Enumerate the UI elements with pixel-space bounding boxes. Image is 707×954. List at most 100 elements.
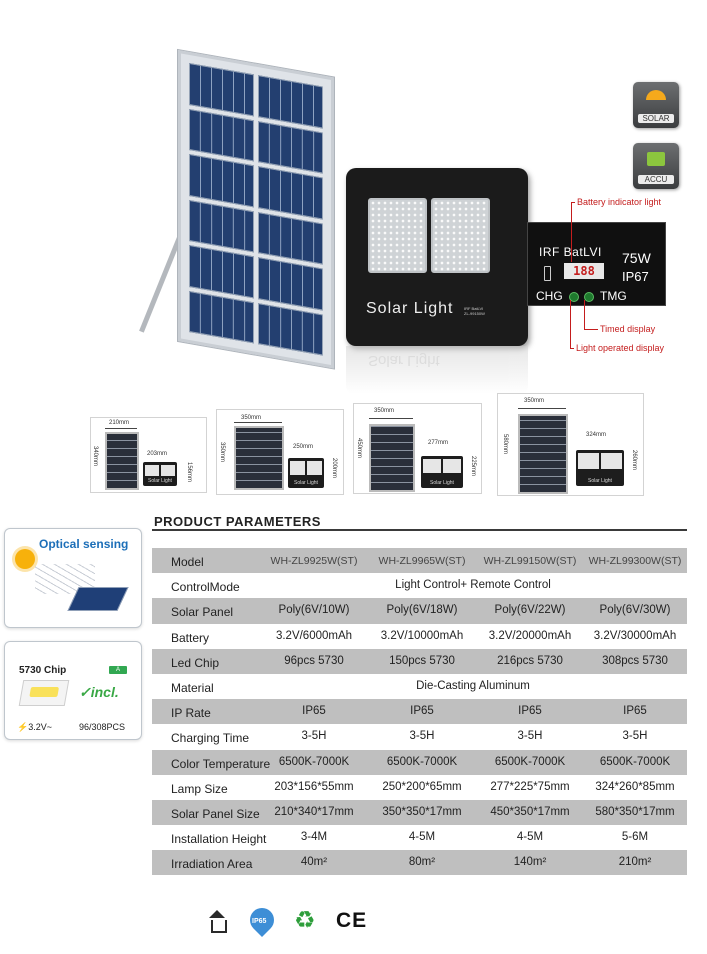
row-value: IP65 [410,705,434,718]
row-value: 6500K-7000K [494,755,566,768]
battery-icon [544,266,551,281]
row-value: WH-ZL9925W(ST) [270,555,358,567]
row-label: Solar Panel Size [171,806,260,821]
row-label: IP Rate [171,706,211,721]
row-value: 210*340*17mm [274,805,354,818]
row-label: Installation Height [171,832,267,847]
solar-panel-icon [67,587,129,611]
flood-light-image: Solar Light IRF BatLVI ZL-99150W [346,168,528,346]
row-value: 308pcs 5730 [602,654,668,667]
row-value: 324*260*85mm [595,780,675,793]
row-value: 40m² [300,856,328,869]
solar-panel [178,50,334,369]
callout-light-operated: Light operated display [576,343,665,353]
optical-sensing-card: Optical sensing [4,528,142,628]
lightning-icon: ⚡ [17,722,29,732]
row-value: 4-5M [408,831,436,844]
row-value: Light Control+ Remote Control [395,579,551,592]
ce-mark-icon: CE [336,909,368,932]
row-value: Poly(6V/18W) [386,604,458,617]
table-row: Installation Height 3-4M 4-5M 4-5M 5-6M [152,825,687,850]
table-row: Charging Time 3-5H 3-5H 3-5H 3-5H [152,724,687,749]
dimension-drawing-4: 350mm 580mm Solar Light 324mm 260mm [497,393,644,496]
row-value: 3.2V/30000mAh [593,629,677,642]
row-value: 6500K-7000K [386,755,458,768]
row-value: 3-4M [300,831,328,844]
light-label: Solar Light [366,300,454,317]
chip-pcs: 96/308PCS [79,722,126,732]
ip65-drop-icon: IP65 [245,903,279,937]
row-value: 277*225*75mm [490,780,570,793]
row-value: 3.2V/10000mAh [380,629,464,642]
display-watt: 75W [622,250,651,266]
row-value: 140m² [513,856,547,869]
row-value: 350*350*17mm [382,805,462,818]
row-value: 216pcs 5730 [497,654,563,667]
display-ip: IP67 [622,269,649,284]
dimension-drawing-3: 350mm 450mm Solar Light 277mm 225mm [353,403,482,494]
indoor-use-icon [206,908,228,934]
light-model-text: IRF BatLVI ZL-99150W [464,306,485,316]
row-label: Lamp Size [171,781,228,796]
row-value: 5-6M [621,831,649,844]
row-label: Charging Time [171,731,250,746]
row-label: ControlMode [171,580,240,595]
battery-leaf-icon [647,152,665,166]
row-value: 3-5H [517,730,543,743]
row-label: Irradiation Area [171,857,253,872]
display-irf-bat: IRF BatLVI [539,245,602,259]
recycle-icon: ♻ [294,907,316,934]
row-value: 3-5H [622,730,648,743]
table-row: Color Temperature 6500K-7000K 6500K-7000K 6… [152,749,687,775]
row-value: Poly(6V/30W) [599,604,671,617]
display-tmg: TMG [600,289,627,303]
table-row: ControlMode Light Control+ Remote Control [152,573,687,598]
row-value: 450*350*17mm [490,805,570,818]
row-value: 150pcs 5730 [389,654,455,667]
display-digits: 188 [564,263,604,279]
row-value: 3-5H [409,730,435,743]
row-value: 203*156*55mm [274,780,354,793]
row-value: 4-5M [516,831,544,844]
table-row: IP Rate IP65 IP65 IP65 IP65 [152,699,687,725]
row-value: IP65 [302,705,326,718]
display-chg: CHG [536,289,563,303]
row-value: 210m² [618,856,652,869]
row-label: Model [171,555,204,569]
row-value: 250*200*65mm [382,780,462,793]
row-value: 580*350*17mm [595,805,675,818]
led-chip-card: 5730 Chip A ✓incl. ⚡3.2V~ 96/308PCS [4,641,142,740]
dimension-drawing-2: 350mm 350mm Solar Light 250mm 200mm [216,409,344,495]
table-row: Solar Panel Size 210*340*17mm 350*350*17mm… [152,799,687,826]
chip-voltage: ⚡3.2V~ [17,722,52,732]
callout-timed: Timed display [600,324,656,334]
sun-icon [646,90,666,100]
row-value: Poly(6V/22W) [494,604,566,617]
dimension-drawing-1: 210mm 340mm Solar Light 203mm 156mm [90,417,207,493]
row-value: 3-5H [301,730,327,743]
table-row: Lamp Size 203*156*55mm 250*200*65mm 277*225… [152,775,687,800]
row-value: IP65 [518,705,542,718]
accu-badge: ACCU [633,143,679,189]
battery-a-icon: A [109,666,127,674]
indicator-dot [584,292,594,302]
row-value: IP65 [623,705,647,718]
row-value: 3.2V/6000mAh [275,629,353,642]
row-label: Color Temperature [171,756,271,771]
title-divider [152,529,687,531]
row-value: 6500K-7000K [599,755,671,768]
row-label: Material [171,680,214,695]
row-value: Poly(6V/10W) [278,604,350,617]
sun-icon [15,549,35,569]
optical-sensing-title: Optical sensing [39,537,129,551]
row-label: Battery [171,630,210,645]
control-display: IRF BatLVI 188 75W IP67 CHG TMG [527,222,666,306]
row-value: 96pcs 5730 [284,654,344,667]
chip-title: 5730 Chip [19,665,67,676]
solar-badge: SOLAR [633,82,679,128]
